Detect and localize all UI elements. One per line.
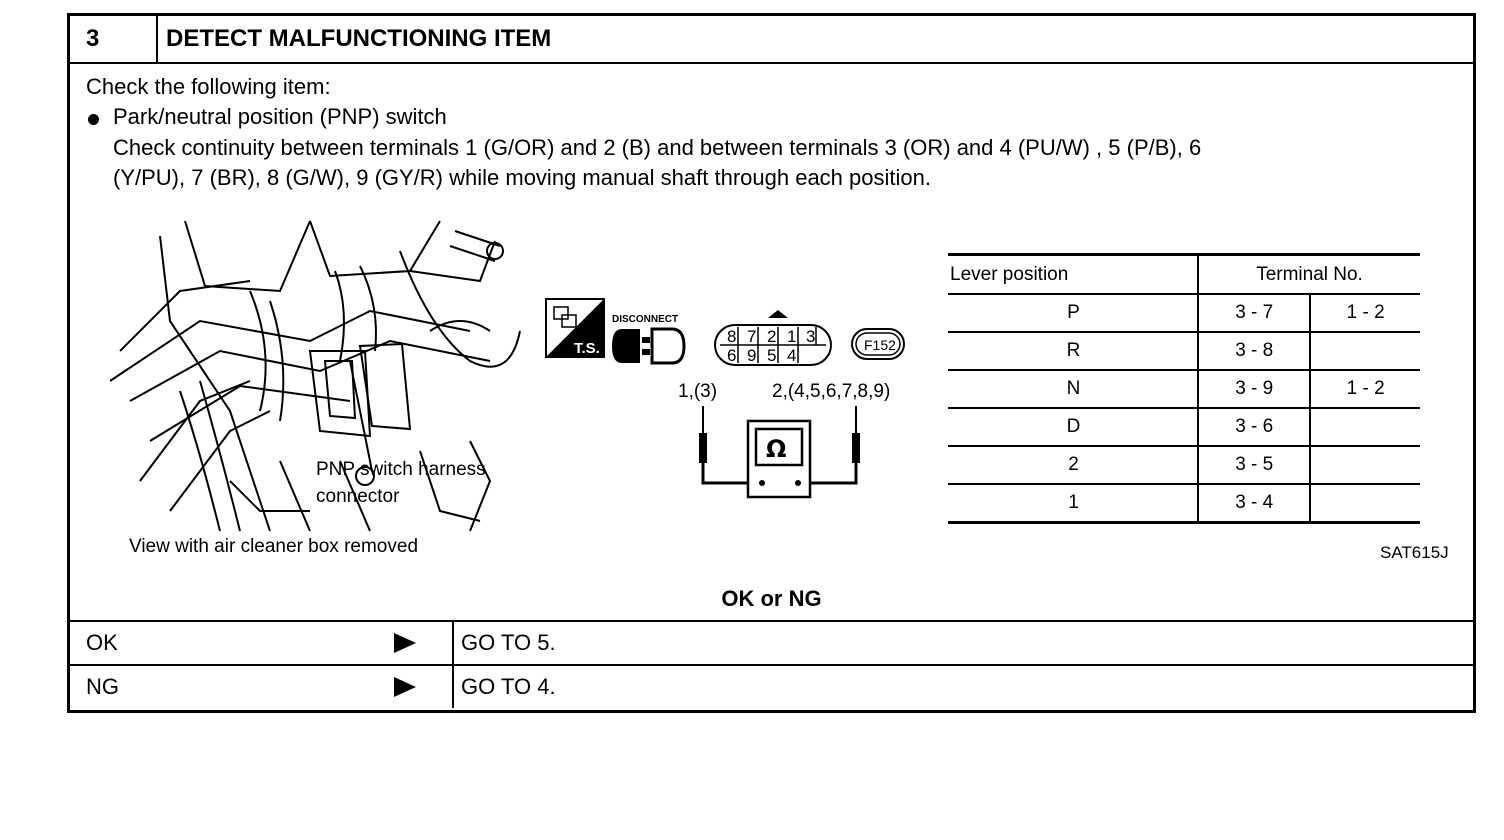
table-row: D 3 - 6 bbox=[948, 408, 1420, 447]
probe-right-label: 2,(4,5,6,7,8,9) bbox=[772, 381, 890, 402]
connector-id-badge: F152 bbox=[851, 328, 905, 360]
table-row: P 3 - 7 1 - 2 bbox=[948, 294, 1420, 333]
callout-line-1: PNP switch harness bbox=[316, 459, 486, 480]
lever-position-table: Lever position Terminal No. P 3 - 7 1 - … bbox=[948, 253, 1420, 524]
ng-action: GO TO 4. bbox=[461, 674, 556, 699]
cell-terminal-1: 3 - 9 bbox=[1198, 370, 1312, 409]
pin-label: 5 bbox=[767, 346, 776, 365]
figure-caption: View with air cleaner box removed bbox=[129, 536, 419, 557]
pin-label: 6 bbox=[727, 346, 736, 365]
engine-illustration bbox=[110, 220, 521, 532]
ohmmeter: Ω bbox=[699, 406, 860, 499]
step-title: DETECT MALFUNCTIONING ITEM bbox=[166, 25, 552, 52]
probe-left-label: 1,(3) bbox=[678, 381, 717, 402]
pin-label: 9 bbox=[747, 346, 756, 365]
result-heading: OK or NG bbox=[721, 586, 822, 611]
table-row: 1 3 - 4 bbox=[948, 484, 1420, 524]
col-lever-position: Lever position bbox=[948, 253, 1200, 295]
step-header: 3 DETECT MALFUNCTIONING ITEM bbox=[70, 16, 1473, 64]
step-number: 3 bbox=[70, 16, 158, 62]
bullet-item: Park/neutral position (PNP) switch bbox=[113, 104, 447, 129]
pin-label: 2 bbox=[767, 327, 776, 346]
connector-id: F152 bbox=[864, 337, 896, 353]
ok-label: OK bbox=[86, 630, 118, 655]
result-row-ng: NG GO TO 4. bbox=[70, 664, 1473, 708]
cell-terminal-1: 3 - 6 bbox=[1198, 408, 1312, 447]
ng-label: NG bbox=[86, 674, 119, 699]
bullet-dot bbox=[88, 114, 99, 125]
table-row: 2 3 - 5 bbox=[948, 446, 1420, 485]
cell-terminal-1: 3 - 5 bbox=[1198, 446, 1312, 485]
connector-face: 8 7 2 1 3 6 9 5 4 bbox=[714, 310, 832, 366]
cell-terminal-1: 3 - 4 bbox=[1198, 484, 1312, 524]
pin-label: 4 bbox=[787, 346, 796, 365]
pin-label: 8 bbox=[727, 327, 736, 346]
cell-terminal-2 bbox=[1310, 484, 1420, 524]
cell-terminal-1: 3 - 8 bbox=[1198, 332, 1312, 371]
cell-terminal-1: 3 - 7 bbox=[1198, 294, 1312, 333]
cell-terminal-2: 1 - 2 bbox=[1310, 370, 1420, 409]
cell-terminal-2 bbox=[1310, 332, 1420, 371]
callout-line-2: connector bbox=[316, 486, 400, 507]
divider bbox=[452, 666, 454, 708]
col-terminal-no: Terminal No. bbox=[1198, 253, 1420, 295]
diagnostic-step-frame: 3 DETECT MALFUNCTIONING ITEM Check the f… bbox=[67, 13, 1476, 713]
play-arrow-icon bbox=[394, 677, 416, 697]
cell-position: D bbox=[948, 408, 1200, 447]
disconnect-icon bbox=[612, 327, 686, 365]
divider bbox=[452, 622, 454, 664]
cell-terminal-2 bbox=[1310, 408, 1420, 447]
cell-position: 1 bbox=[948, 484, 1200, 524]
detail-line-1: Check continuity between terminals 1 (G/… bbox=[113, 135, 1202, 160]
pin-label: 7 bbox=[747, 327, 756, 346]
detail-line-2: (Y/PU), 7 (BR), 8 (G/W), 9 (GY/R) while … bbox=[113, 165, 931, 190]
figure-reference: SAT615J bbox=[1380, 543, 1449, 562]
table-row: R 3 - 8 bbox=[948, 332, 1420, 371]
ts-label: T.S. bbox=[574, 340, 600, 357]
disconnect-label: DISCONNECT bbox=[612, 314, 678, 325]
cell-position: 2 bbox=[948, 446, 1200, 485]
cell-position: P bbox=[948, 294, 1200, 333]
ok-action: GO TO 5. bbox=[461, 630, 556, 655]
ts-icon: T.S. bbox=[545, 298, 605, 358]
pin-label: 3 bbox=[806, 327, 815, 346]
cell-terminal-2 bbox=[1310, 446, 1420, 485]
continuity-check-diagram: T.S. DISCONNECT 8 7 2 1 3 6 9 5 4 bbox=[545, 298, 905, 499]
cell-position: R bbox=[948, 332, 1200, 371]
table-row: N 3 - 9 1 - 2 bbox=[948, 370, 1420, 409]
play-arrow-icon bbox=[394, 633, 416, 653]
cell-terminal-2: 1 - 2 bbox=[1310, 294, 1420, 333]
result-row-ok: OK GO TO 5. bbox=[70, 620, 1473, 664]
meter-symbol: Ω bbox=[766, 435, 786, 463]
pin-label: 1 bbox=[787, 327, 796, 346]
cell-position: N bbox=[948, 370, 1200, 409]
intro-text: Check the following item: bbox=[86, 74, 331, 99]
